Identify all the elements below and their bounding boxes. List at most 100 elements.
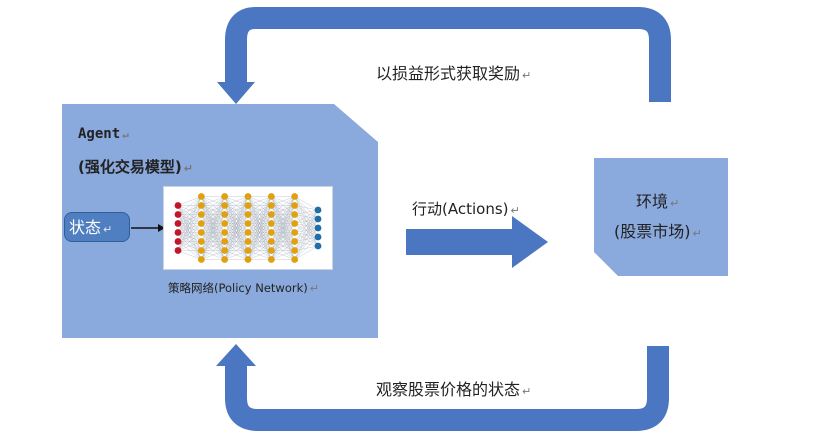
network-node [244,202,252,209]
state-box: 状态↵ [64,212,130,242]
network-connection [224,241,249,260]
pilcrow-mark: ↵ [103,223,113,236]
network-connection [294,209,319,260]
agent-title: Agent↵ [78,126,129,142]
network-node [174,238,182,245]
pilcrow-mark: ↵ [510,204,520,217]
reward-label: 以损益形式获取奖励↵ [376,60,531,84]
network-node [244,247,252,254]
network-connection [224,196,249,242]
network-connection [247,214,272,260]
network-node [267,193,275,200]
pilcrow-mark: ↵ [670,197,680,210]
network-connection [201,250,225,260]
reward-arrowhead [217,82,255,104]
network-connection [177,232,202,251]
network-node [267,229,275,236]
network-connection [224,196,249,260]
network-connection [247,205,272,260]
pilcrow-mark: ↵ [692,227,702,240]
network-node [314,206,322,214]
network-connection [247,196,272,224]
state-label: 状态 [69,218,102,237]
environment-title: 环境↵ [636,188,679,212]
network-node [197,247,205,254]
network-connection [201,196,225,242]
network-node [267,247,275,254]
network-connection [177,196,202,206]
network-connection [224,214,249,260]
network-node [244,238,252,245]
action-arrow [406,216,548,268]
network-node [314,233,322,241]
network-node [267,256,275,263]
network-node [174,229,182,236]
environment-title-text: 环境 [636,192,669,211]
network-node [197,256,205,263]
pilcrow-mark: ↵ [183,162,193,175]
pilcrow-mark: ↵ [309,282,319,295]
network-node [221,238,229,245]
network-connection [271,250,295,260]
network-node [291,238,299,245]
network-connection [271,196,295,260]
network-node [244,220,252,227]
network-connection [224,196,249,233]
network-connection [224,223,249,260]
network-node [314,215,322,223]
network-caption-text: 策略网络(Policy Network) [168,281,308,295]
network-connection [177,196,202,233]
network-connection [201,196,225,215]
network-connection [201,241,225,260]
network-node [221,211,229,218]
agent-title-text: Agent [78,126,121,142]
network-node [291,229,299,236]
network-connection [247,196,272,233]
network-connection [247,196,272,251]
pilcrow-mark: ↵ [522,385,532,398]
network-node [174,220,182,227]
network-connection [224,196,249,251]
network-connection [201,196,225,206]
network-node [244,256,252,263]
network-connection [294,209,319,242]
network-node [174,202,182,209]
network-connection [294,209,319,251]
network-connection [294,209,319,215]
network-node [314,224,322,232]
network-node [197,202,205,209]
network-caption: 策略网络(Policy Network)↵ [168,280,319,296]
pilcrow-mark: ↵ [522,69,532,82]
network-connection [294,196,319,211]
network-connection [247,196,272,206]
network-node [314,242,322,250]
network-connection [177,196,202,215]
network-connection [201,196,225,260]
network-node [197,220,205,227]
network-connection [177,196,202,251]
network-connection [247,196,272,260]
network-connection [247,250,272,260]
environment-subtitle-text: (股票市场) [614,222,691,241]
network-connection [177,250,202,260]
agent-subtitle: (强化交易模型)↵ [78,156,193,177]
network-connection [201,223,225,260]
network-connection [177,214,202,251]
network-connection [201,205,225,260]
observe-loop-arrow [225,346,669,431]
observe-arrowhead [216,344,256,366]
network-node [221,247,229,254]
network-connection [177,223,202,251]
network-connection [224,232,249,260]
network-connection [271,196,295,233]
action-label-text: 行动(Actions) [412,200,509,218]
network-connection [271,232,295,260]
network-node [291,247,299,254]
network-node [221,256,229,263]
network-node [197,193,205,200]
network-connection [294,209,319,233]
network-node [197,238,205,245]
network-node [174,211,182,218]
environment-box [594,158,728,276]
network-node [291,220,299,227]
